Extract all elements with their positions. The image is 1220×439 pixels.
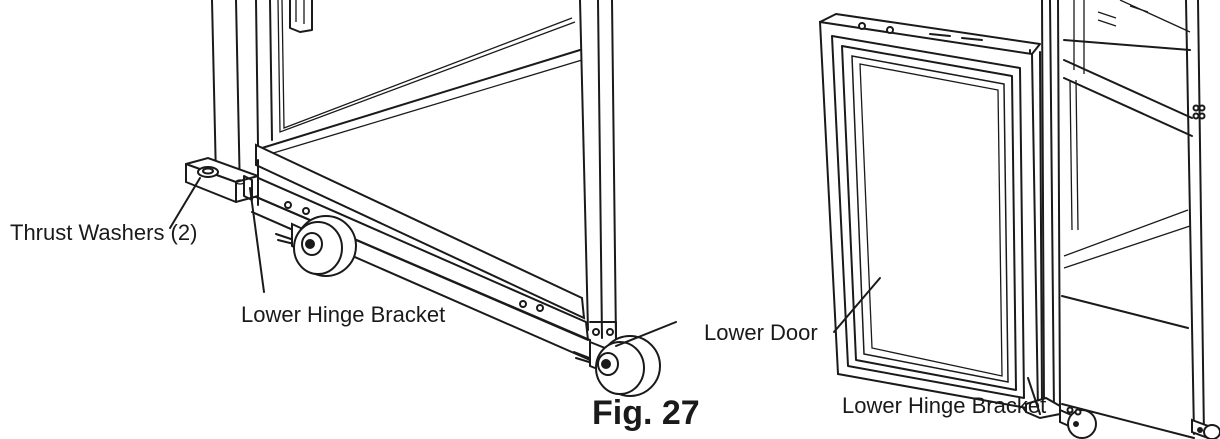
figure-caption: Fig. 27 xyxy=(592,394,700,432)
right-caster-2 xyxy=(1191,418,1220,439)
thrust-washers-label: Thrust Washers (2) xyxy=(10,220,198,245)
left-view-cabinet xyxy=(169,0,677,397)
lower-hinge-bracket-label-left: Lower Hinge Bracket xyxy=(241,302,446,327)
lower-door xyxy=(818,13,1041,412)
lower-hinge-bracket-label-right: Lower Hinge Bracket xyxy=(842,393,1047,418)
left-caster-1 xyxy=(275,215,357,277)
left-caster-2 xyxy=(573,335,661,397)
right-view-cabinet xyxy=(818,0,1220,439)
right-caster-1 xyxy=(1059,406,1097,439)
lower-door-label: Lower Door xyxy=(704,320,818,345)
